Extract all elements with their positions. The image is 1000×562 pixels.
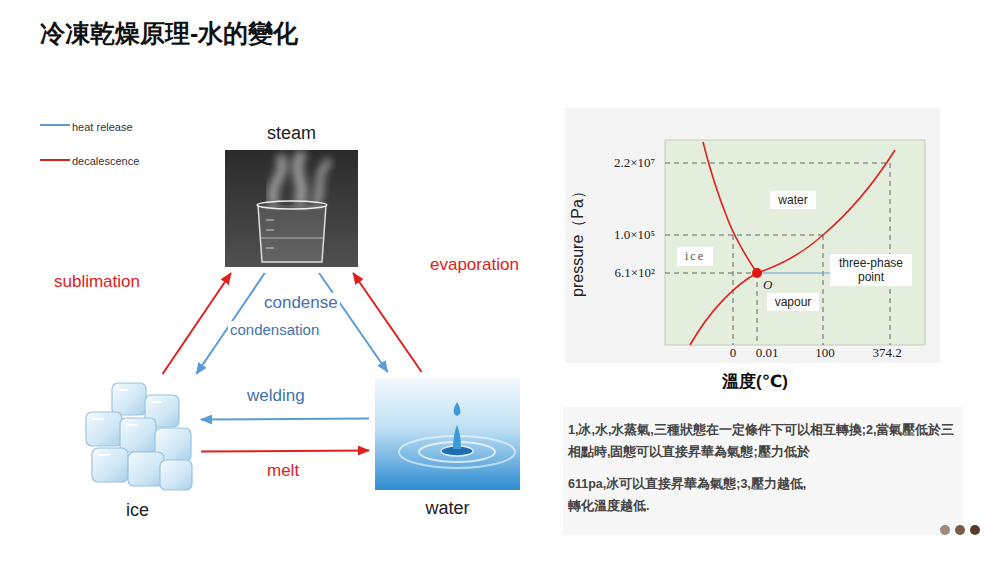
chart-label: 6.1×10² [615,265,655,281]
region-label-box: water [770,191,815,209]
node-text: vapour [775,295,812,309]
node-text: water [425,498,469,519]
steam-picture-part-part [273,155,283,205]
transition-arrow [319,273,387,372]
phase-chart-part [752,268,762,278]
page-dots [940,525,980,535]
phase-chart-part [757,272,830,273]
phase-chart-part-part [665,235,823,236]
water-picture-part [453,425,461,449]
legend-text: heat release [72,121,133,133]
transition-label: sublimation [52,272,142,292]
transition-arrow [201,419,369,420]
transition-label: condense [262,293,340,313]
phase-chart-part-part [690,273,757,345]
ice-picture-part [120,418,156,452]
page-dots-part [955,525,965,535]
region-label-box: three-phase point [830,254,912,286]
transition-label: condensation [228,321,321,339]
phase-chart-part [565,108,940,363]
phase-chart-part-part [757,273,758,345]
phase-chart-part-part [665,273,757,274]
ice-picture-part [86,412,122,446]
chart-label: 374.2 [872,345,901,361]
transition-label: evaporation [428,255,521,275]
water-picture-part [375,378,520,490]
legend-item: decalescence [72,150,139,169]
phase-chart-part [665,140,925,345]
node-text: ice [126,500,149,521]
legend-line-blue [40,124,70,126]
state-picture-box: steam [225,150,358,267]
node-text: steam [267,123,316,144]
region-label-box: vapour [767,293,820,311]
legend-item: heat release [72,116,133,135]
chart-label: 0.01 [756,345,779,361]
transition-arrow [353,273,421,372]
ice-picture-part [92,448,128,482]
phase-chart-part-part [823,235,824,345]
axis-title: pressure（Pa） [568,183,587,297]
note-text: 611pa,冰可以直接昇華為氣態;3,壓力越低,轉化溫度越低. [568,474,816,518]
phase-chart-part [563,407,963,535]
legend-text: decalescence [72,155,139,167]
chart-label: 100 [815,345,835,361]
steam-picture-part-part [315,160,330,205]
steam-picture-part [266,220,274,248]
node-text: three-phase point [838,256,904,284]
chart-label: 0 [730,345,737,361]
transition-label: melt [265,461,301,481]
steam-picture-part [273,152,330,205]
page-dots-part [970,525,980,535]
state-picture-box: ice [80,380,195,492]
region-label-box: ice [677,247,713,266]
steam-picture [225,150,358,267]
water-picture-part [454,402,461,416]
phase-chart [563,108,963,535]
legend-line-red [40,159,70,161]
steam-picture-part [261,238,323,239]
state-picture-box: water [375,378,520,490]
node-text: ice [685,249,705,264]
phase-chart-part [690,142,895,345]
chart-label: 溫度(℃) [722,372,788,392]
chart-label: 2.2×10⁷ [614,155,655,171]
note-text: 1,冰,水,水蒸氣,三種狀態在一定條件下可以相互轉換;2,當氣壓低於三相點時,固… [568,420,956,464]
transition-arrow [201,451,369,452]
steam-picture-part [225,150,358,267]
water-picture [375,378,520,490]
ice-picture-part [112,383,146,415]
ice-picture-part [92,390,161,455]
ice-picture-part [128,452,164,486]
transition-label: welding [245,386,307,406]
steam-picture-part [258,205,326,262]
steam-picture-part-part [298,152,303,205]
chart-label: O [763,277,772,293]
transition-arrow [163,273,231,374]
page-title: 冷凍乾燥原理-水的變化 [40,18,298,48]
ice-picture-part [160,460,192,490]
chart-label: 1.0×10⁵ [614,227,655,243]
node-text: water [778,193,807,207]
steam-picture-part [257,201,327,209]
ice-picture [86,383,192,490]
page-dots-part [940,525,950,535]
phase-chart-part-part [665,163,890,164]
